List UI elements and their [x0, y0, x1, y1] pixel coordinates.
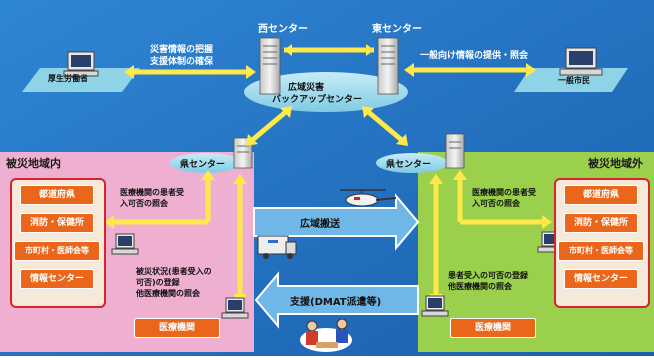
left-box-municipality: 市町村・医師会等 — [14, 241, 100, 261]
left-center-label: 県センター — [180, 160, 226, 170]
east-center-label: 東センター — [372, 24, 422, 35]
right-status-line1: 患者受入の可否の登録 — [448, 271, 528, 280]
right-boxes-arrow — [453, 170, 552, 229]
right-note: 一般向け情報の提供・照会 — [420, 51, 529, 61]
public-label: 一般市民 — [558, 76, 590, 85]
hub-label-line2: バックアップセンター — [272, 95, 363, 105]
right-box-info-center: 情報センター — [564, 269, 638, 289]
left-status-line1: 被災状況(患者受入の — [136, 267, 212, 276]
right-center-ellipse — [376, 153, 448, 173]
hub-right-center-arrow — [362, 106, 408, 146]
support-arrow — [254, 271, 419, 329]
right-hospital-computer-icon — [421, 295, 449, 317]
right-box-fire: 消防・保健所 — [564, 213, 638, 233]
left-box-fire: 消防・保健所 — [20, 213, 94, 233]
left-hospital-box: 医療機関 — [134, 318, 220, 338]
left-box-info-center: 情報センター — [20, 269, 94, 289]
left-box-prefecture: 都道府県 — [20, 185, 94, 205]
support-label: 支援(DMAT派遣等) — [290, 297, 382, 308]
left-center-ellipse — [170, 153, 242, 173]
left-query-line2: 入可否の照会 — [120, 199, 168, 208]
hub-public-arrow — [404, 63, 536, 77]
ambulance-icon — [257, 235, 297, 259]
transport-label: 広域搬送 — [300, 219, 340, 230]
left-note-line1: 災害情報の把握 — [150, 45, 214, 55]
left-note-line2: 支援体制の確保 — [150, 57, 214, 67]
mhlw-platform — [22, 68, 140, 92]
right-box-prefecture: 都道府県 — [564, 185, 638, 205]
hub-ellipse — [244, 72, 408, 112]
west-server-icon — [259, 37, 281, 95]
right-center-label: 県センター — [386, 160, 432, 170]
mhlw-hub-arrow — [124, 65, 256, 79]
right-region-title: 被災地域外 — [588, 157, 643, 170]
left-hospital-computer-icon — [221, 297, 249, 319]
mhlw-computer-icon — [63, 51, 99, 77]
left-query-line1: 医療機関の患者受 — [120, 188, 184, 197]
hub-label-line1: 広域災害 — [288, 83, 325, 93]
left-boxes-arrow — [104, 170, 215, 229]
public-computer-icon — [559, 47, 603, 76]
right-query-line1: 医療機関の患者受 — [472, 188, 536, 197]
mhlw-label: 厚生労働省 — [48, 74, 88, 83]
east-server-icon — [377, 37, 399, 95]
right-hospital-box: 医療機関 — [450, 318, 536, 338]
left-status-line3: 他医療機関の照会 — [136, 289, 200, 298]
left-region-computer-icon — [111, 233, 139, 255]
rescue-team-icon — [300, 318, 352, 352]
right-box-municipality: 市町村・医師会等 — [558, 241, 644, 261]
right-center-server-icon — [445, 133, 465, 169]
hub-left-center-arrow — [246, 106, 292, 146]
right-query-line2: 入可否の照会 — [472, 199, 520, 208]
helicopter-icon — [340, 189, 397, 207]
left-status-line2: 可否)の登録 — [136, 278, 180, 287]
right-status-line2: 他医療機関の照会 — [448, 282, 512, 291]
west-center-label: 西センター — [258, 24, 308, 35]
left-region-title: 被災地域内 — [6, 157, 61, 170]
